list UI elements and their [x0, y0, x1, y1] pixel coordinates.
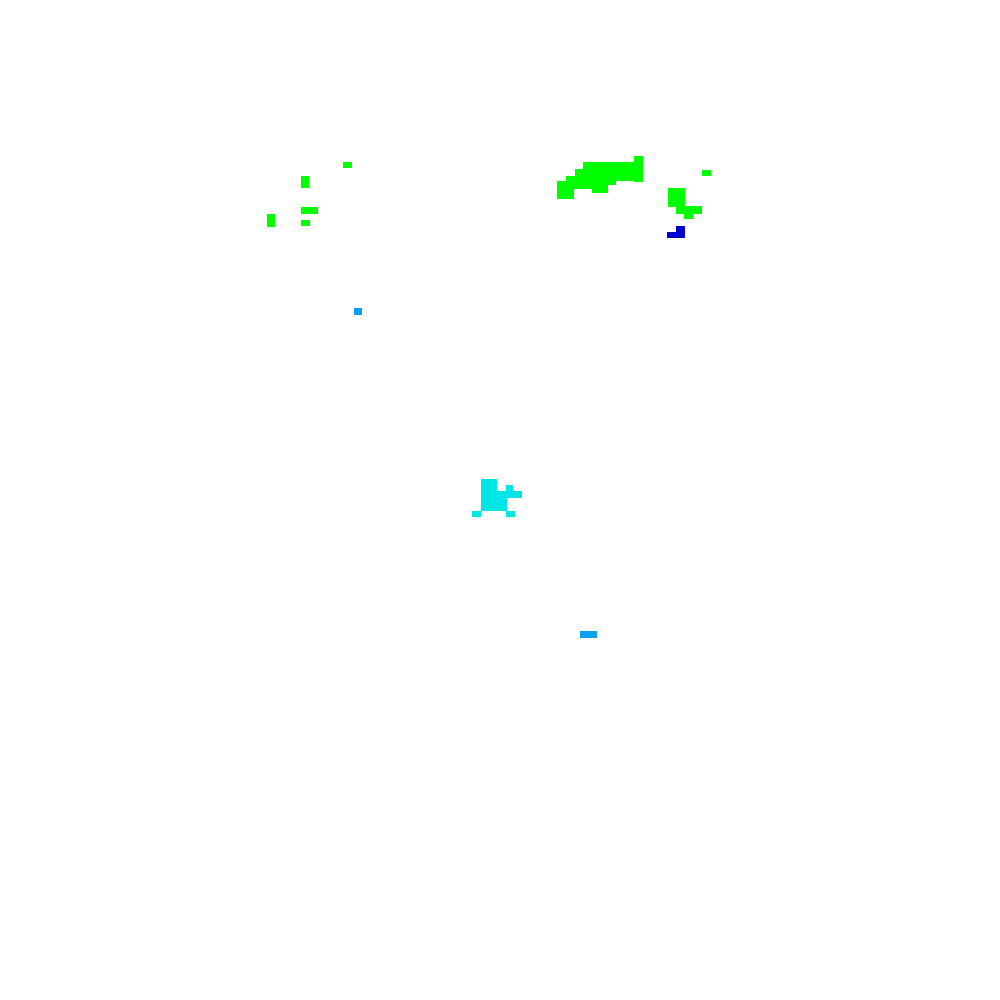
- dark-blue-pixel-block: [667, 232, 685, 238]
- green-pixel-block: [557, 181, 597, 189]
- green-pixel-block: [592, 185, 608, 193]
- green-pixel-block: [702, 170, 711, 176]
- green-pixel-block: [668, 188, 685, 207]
- cyan-pixel-block: [506, 491, 522, 498]
- cyan-pixel-block: [506, 485, 513, 495]
- green-pixel-block: [557, 189, 574, 199]
- light-blue-pixel-block: [354, 308, 362, 315]
- light-blue-pixel-block: [580, 631, 597, 638]
- green-pixel-block: [566, 176, 616, 185]
- green-pixel-block: [676, 206, 702, 214]
- green-pixel-block: [301, 207, 318, 214]
- green-pixel-block: [343, 162, 352, 168]
- green-pixel-block: [575, 169, 635, 181]
- cyan-pixel-block: [497, 491, 507, 511]
- green-pixel-block: [583, 162, 634, 176]
- cyan-pixel-block: [506, 511, 515, 517]
- green-pixel-block: [267, 214, 275, 227]
- dark-blue-pixel-block: [676, 226, 685, 238]
- green-pixel-block: [301, 176, 309, 188]
- cyan-pixel-block: [481, 479, 497, 511]
- cyan-pixel-block: [472, 511, 481, 517]
- green-pixel-block: [634, 156, 643, 182]
- green-pixel-block: [684, 213, 693, 219]
- green-pixel-block: [301, 220, 310, 226]
